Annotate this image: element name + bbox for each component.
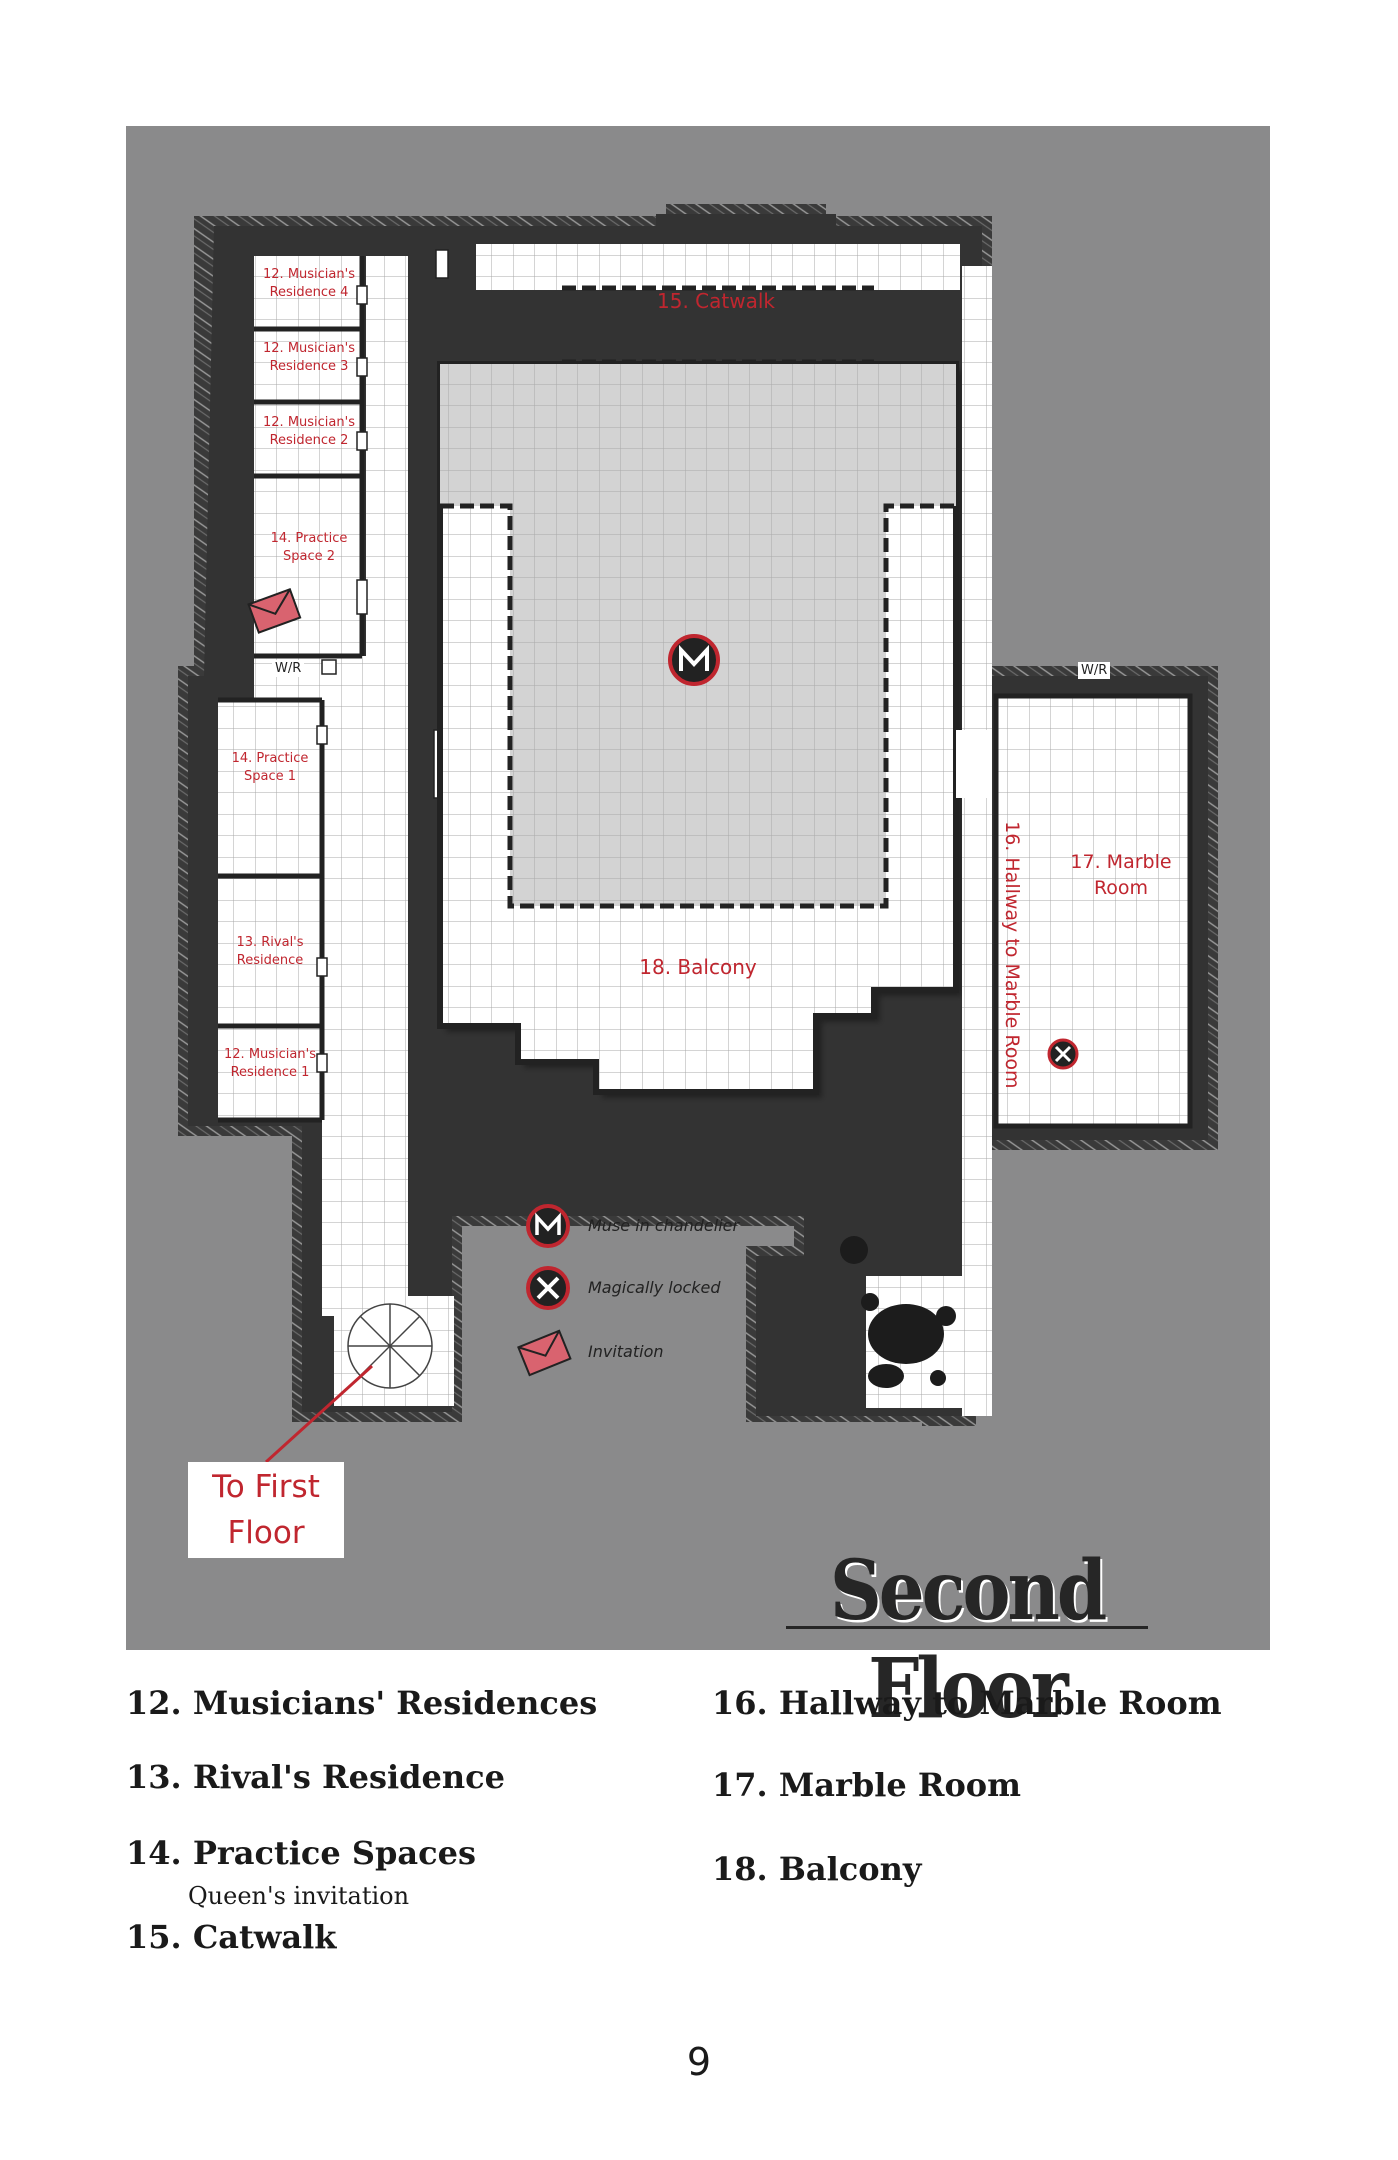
- legend-locked-text: Magically locked: [588, 1278, 721, 1297]
- label-marble-room: 17. Marble Room: [1070, 851, 1172, 899]
- key-item-18: 18. Balcony: [712, 1850, 922, 1888]
- label-catwalk: 15. Catwalk: [657, 289, 775, 313]
- invitation-icon: [247, 588, 302, 634]
- right-wing: [840, 266, 1193, 1416]
- legend-locked-icon: [526, 1266, 570, 1310]
- label-practice-space-1: 14. Practice Space 1: [231, 751, 309, 784]
- label-musician-residence-2: 12. Musician's Residence 2: [263, 415, 355, 448]
- key-item-15: 15. Catwalk: [126, 1918, 337, 1956]
- page-number: 9: [686, 2040, 712, 2084]
- label-rivals-residence: 13. Rival's Residence: [236, 935, 304, 968]
- legend-invitation-text: Invitation: [588, 1342, 664, 1361]
- key-item-14-note: Queen's invitation: [188, 1882, 410, 1910]
- key-item-17: 17. Marble Room: [712, 1766, 1021, 1804]
- legend-muse-icon: [526, 1204, 570, 1248]
- key-item-13: 13. Rival's Residence: [126, 1758, 505, 1796]
- rubble: [840, 1236, 956, 1388]
- muse-icon: [668, 634, 720, 686]
- map-title: Second Floor: [829, 1541, 1107, 1737]
- map-title-underline: [786, 1626, 1148, 1629]
- key-item-14: 14. Practice Spaces: [126, 1834, 476, 1872]
- label-musician-residence-3: 12. Musician's Residence 3: [263, 341, 355, 374]
- label-hallway-to-marble-room: 16. Hallway to Marble Room: [1000, 821, 1023, 1089]
- map-frame: 12. Musician's Residence 4 12. Musician'…: [126, 126, 1270, 1737]
- stairs-pointer: [264, 1364, 374, 1464]
- catwalk: [476, 244, 960, 365]
- key-item-12: 12. Musicians' Residences: [126, 1684, 598, 1722]
- to-first-floor-label: To First Floor: [188, 1462, 344, 1558]
- label-practice-space-2: 14. Practice Space 2: [270, 531, 348, 564]
- label-washroom-right: W/R: [1078, 662, 1111, 679]
- locked-door-icon: [1047, 1038, 1079, 1070]
- key-item-16: 16. Hallway to Marble Room: [712, 1684, 1222, 1722]
- floor-plan: [178, 204, 1218, 1464]
- label-musician-residence-1: 12. Musician's Residence 1: [224, 1047, 316, 1080]
- legend-invitation-icon: [517, 1329, 572, 1377]
- label-balcony: 18. Balcony: [639, 955, 757, 979]
- legend-muse-text: Muse in chandelier: [588, 1216, 740, 1235]
- label-washroom-left: W/R: [272, 660, 305, 677]
- label-musician-residence-4: 12. Musician's Residence 4: [263, 267, 355, 300]
